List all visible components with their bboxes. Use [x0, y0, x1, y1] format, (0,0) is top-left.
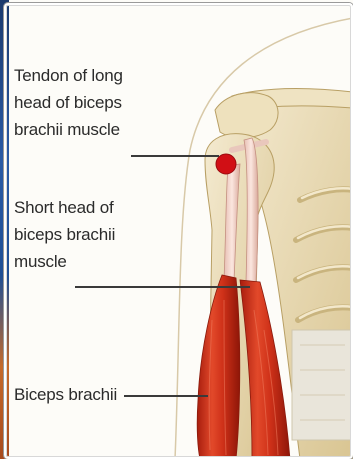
label-biceps-line1: Biceps brachii — [14, 381, 117, 408]
label-short-head-line3: muscle — [14, 248, 115, 275]
sternum — [292, 330, 353, 440]
label-tendon-line2: head of biceps — [14, 89, 123, 116]
acromion — [215, 93, 278, 138]
label-short-head: Short head of biceps brachii muscle — [14, 194, 115, 275]
leader-line-short-head — [75, 286, 250, 288]
label-tendon-line1: Tendon of long — [14, 62, 123, 89]
biceps-long-head — [197, 275, 240, 459]
tendon-origin-marker — [216, 154, 236, 174]
label-short-head-line2: biceps brachii — [14, 221, 115, 248]
label-tendon-line3: brachii muscle — [14, 116, 123, 143]
leader-line-tendon — [131, 155, 219, 157]
label-biceps-brachii: Biceps brachii — [14, 381, 117, 408]
label-tendon-long-head: Tendon of long head of biceps brachii mu… — [14, 62, 123, 143]
label-short-head-line1: Short head of — [14, 194, 115, 221]
leader-line-biceps — [124, 395, 208, 397]
